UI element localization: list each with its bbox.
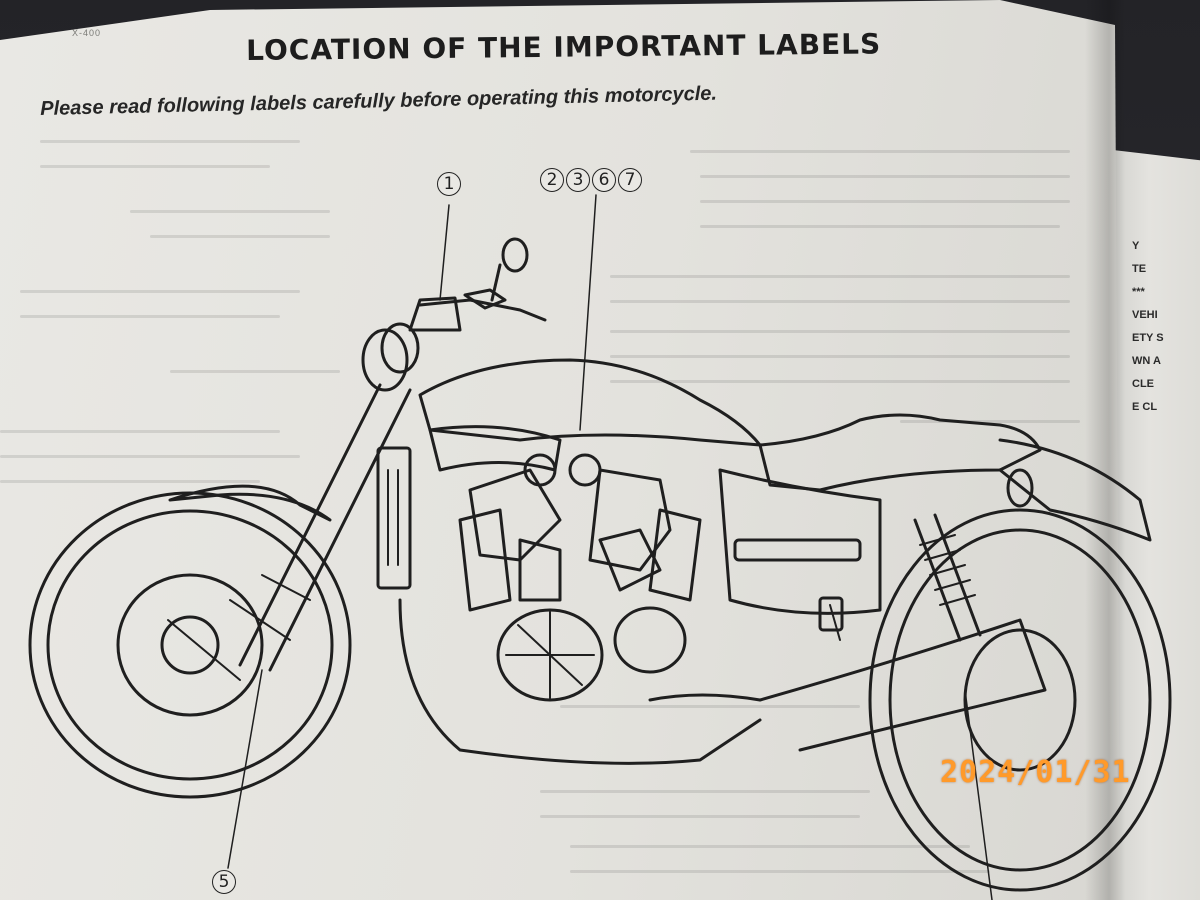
seat xyxy=(758,413,1042,492)
page-code: X-400 xyxy=(72,28,102,38)
facing-page-text: Y TE *** VEHI ETY S WN A CLE E CL xyxy=(1132,240,1164,413)
front-fork xyxy=(229,383,412,672)
tail-light xyxy=(1006,468,1034,508)
facing-page xyxy=(1105,150,1200,900)
fuel-tank xyxy=(418,358,762,447)
v-engine xyxy=(458,468,702,612)
radiator xyxy=(376,446,412,590)
handlebars xyxy=(418,298,547,322)
air-scoop xyxy=(428,425,562,472)
callout-5: 5 xyxy=(212,870,238,894)
mirror xyxy=(501,237,529,273)
rear-shock xyxy=(913,513,982,642)
manual-page xyxy=(0,0,1120,900)
callout-1: 1 xyxy=(437,172,463,196)
clutch-cover xyxy=(496,608,604,702)
photo-date-stamp: 2024/01/31 xyxy=(940,755,1131,790)
tail-section xyxy=(998,438,1152,542)
headlight xyxy=(361,328,409,392)
exhaust-pipe xyxy=(758,618,1047,752)
book-spine-shadow xyxy=(1085,0,1125,900)
rear-wheel xyxy=(868,508,1172,892)
